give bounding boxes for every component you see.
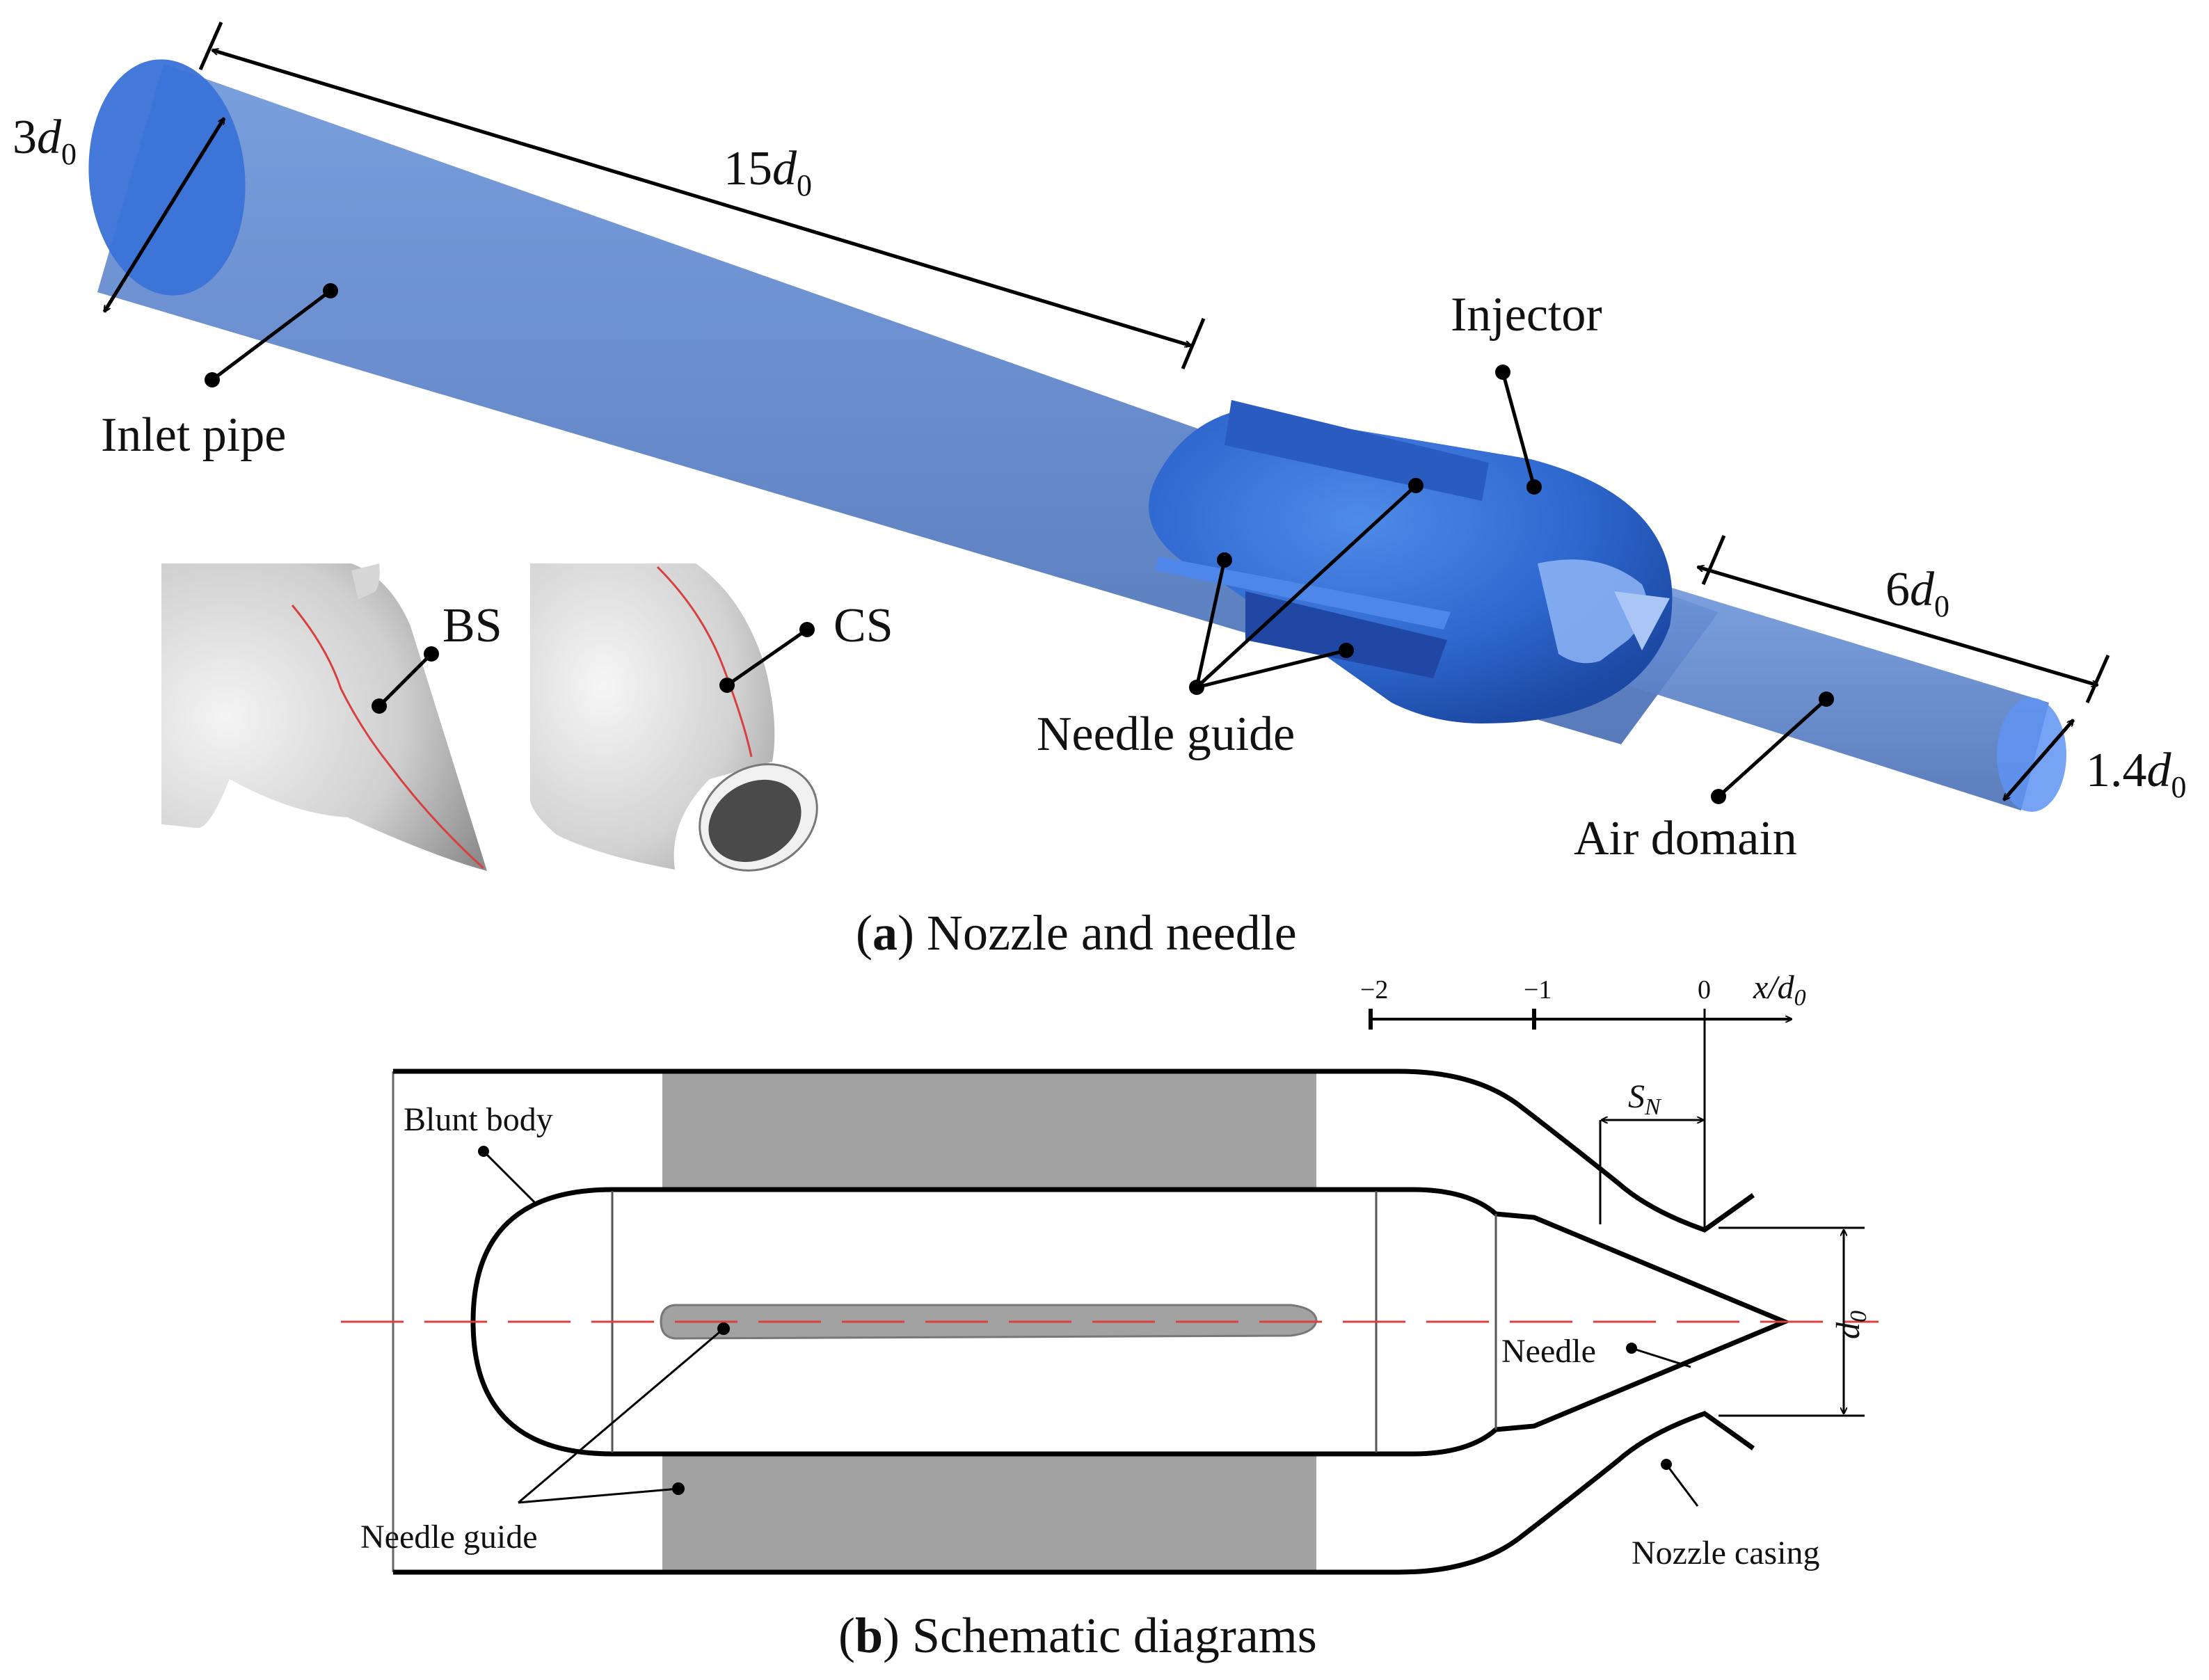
- needle-guide-label-b: Needle guide: [360, 1519, 538, 1555]
- nozzle-casing-leader: [1665, 1464, 1699, 1507]
- air-domain-end-face: [1997, 698, 2066, 812]
- injector-dot-b: [1526, 479, 1542, 495]
- injector-dot-a: [1495, 365, 1510, 380]
- caption-a: (a) Nozzle and needle: [856, 905, 1297, 961]
- d0-label: d0: [1830, 1311, 1872, 1339]
- inset-bs-fin: [351, 563, 380, 600]
- panel-b-schematic: −2 −1 0 x/d0 SN d0: [341, 969, 1879, 1663]
- bs-leader: [378, 653, 433, 707]
- blunt-body-label: Blunt body: [404, 1101, 553, 1138]
- needle-dot: [1626, 1343, 1637, 1354]
- nozzle-casing-dot: [1661, 1459, 1672, 1470]
- inlet-pipe-leader: [211, 289, 332, 381]
- leader-lines-b: [478, 1146, 1699, 1507]
- inlet-pipe-end-face: [88, 59, 246, 296]
- air-length-label: 6d0: [1885, 563, 1949, 623]
- x-axis-label: x/d0: [1753, 969, 1806, 1011]
- bs-dot-b: [424, 646, 439, 662]
- nozzle-casing-bottom: [393, 1411, 1755, 1575]
- caption-b: (b) Schematic diagrams: [838, 1608, 1317, 1663]
- inlet-length-label: 15d0: [724, 142, 812, 202]
- inset-bs: [161, 563, 487, 871]
- x-tick-label-neg2: −2: [1360, 975, 1388, 1005]
- inlet-diameter-arrow-back: [102, 117, 226, 312]
- x-tick-label-zero: 0: [1698, 975, 1711, 1005]
- nozzle-tip: [1538, 559, 1647, 664]
- air-length-tick-left: [1701, 535, 1726, 585]
- air-length-arrow-back: [1698, 567, 2098, 687]
- needle-guide-dot-bottom: [1339, 643, 1354, 658]
- inlet-length-arrow-back: [212, 50, 1192, 348]
- air-length-tick-right: [2085, 654, 2110, 704]
- air-domain-cylinder: [1628, 583, 2066, 812]
- bs-dot-a: [372, 698, 387, 714]
- inset-cs-render: [530, 563, 775, 870]
- air-domain-dot-a: [1711, 789, 1726, 804]
- cs-leader: [726, 627, 808, 687]
- cs-dot-a: [719, 678, 735, 693]
- needle-guide-leader-b1: [518, 1327, 724, 1504]
- air-domain-body: [1628, 583, 2049, 810]
- panel-a-nozzle-and-needle: 3d0 15d0 Inlet pipe Injector Needle guid…: [13, 21, 2187, 961]
- inlet-length-tick-left: [198, 21, 223, 71]
- injector-leader: [1501, 371, 1536, 488]
- inset-cs-orifice-hole: [708, 779, 802, 863]
- air-diameter-arrow-back: [2004, 719, 2075, 800]
- nozzle-casing-label: Nozzle casing: [1632, 1535, 1820, 1571]
- air-domain-dot-b: [1819, 691, 1834, 707]
- needle-guide-leader-3: [1196, 648, 1347, 689]
- needle-guide-dot: [1189, 680, 1204, 695]
- needle-tip: [1614, 591, 1670, 650]
- air-domain-leader: [1717, 698, 1828, 798]
- needle-guide-dot-top: [1408, 478, 1424, 493]
- sn-dimension: [1599, 1120, 1703, 1224]
- d0-dimension: [1718, 1226, 1865, 1417]
- needle-guide-fin-bottom: [1245, 591, 1447, 678]
- cs-dot-b: [799, 622, 815, 637]
- inset-bs-render: [161, 563, 487, 871]
- air-diameter-label: 1.4d0: [2086, 744, 2187, 804]
- nozzle-casing-top: [393, 1069, 1755, 1233]
- needle-rod: [660, 1304, 1318, 1340]
- air-domain-label: Air domain: [1574, 812, 1797, 865]
- x-axis: [1369, 1009, 1792, 1231]
- needle-guide-dot-b1: [717, 1322, 730, 1335]
- inlet-pipe-label: Inlet pipe: [101, 408, 286, 462]
- dimension-lines: [102, 21, 2110, 800]
- needle-label: Needle: [1501, 1333, 1596, 1370]
- blunt-body-dot: [478, 1146, 489, 1157]
- bs-label: BS: [442, 599, 502, 653]
- needle-guide-dot-mid: [1217, 552, 1232, 568]
- needle-guide-leader-2: [1195, 559, 1227, 688]
- needle-leader: [1631, 1347, 1691, 1368]
- inset-cs: [530, 563, 818, 872]
- injector-label: Injector: [1451, 288, 1602, 342]
- blunt-body-leader: [482, 1150, 537, 1205]
- needle-guide-leader-b2: [518, 1487, 679, 1504]
- inset-cs-red-line: [656, 566, 753, 758]
- inlet-diameter-label: 3d0: [13, 111, 77, 171]
- inset-bs-red-line: [291, 605, 485, 870]
- needle-guide-fin-mid: [1155, 557, 1451, 630]
- needle-guide-dot-b2: [672, 1482, 685, 1495]
- sn-label: SN: [1628, 1078, 1662, 1120]
- cs-label: CS: [834, 599, 893, 653]
- inlet-pipe-dot-a: [205, 372, 220, 387]
- leader-lines-a: [205, 283, 1834, 804]
- needle-guide-label-a: Needle guide: [1037, 707, 1295, 761]
- inlet-length-tick-right: [1181, 318, 1206, 369]
- x-tick-label-neg1: −1: [1524, 975, 1552, 1005]
- inlet-pipe-dot-b: [323, 283, 338, 298]
- needle-guide-fin-top: [1225, 400, 1489, 501]
- needle-guide-leader-1: [1195, 484, 1417, 689]
